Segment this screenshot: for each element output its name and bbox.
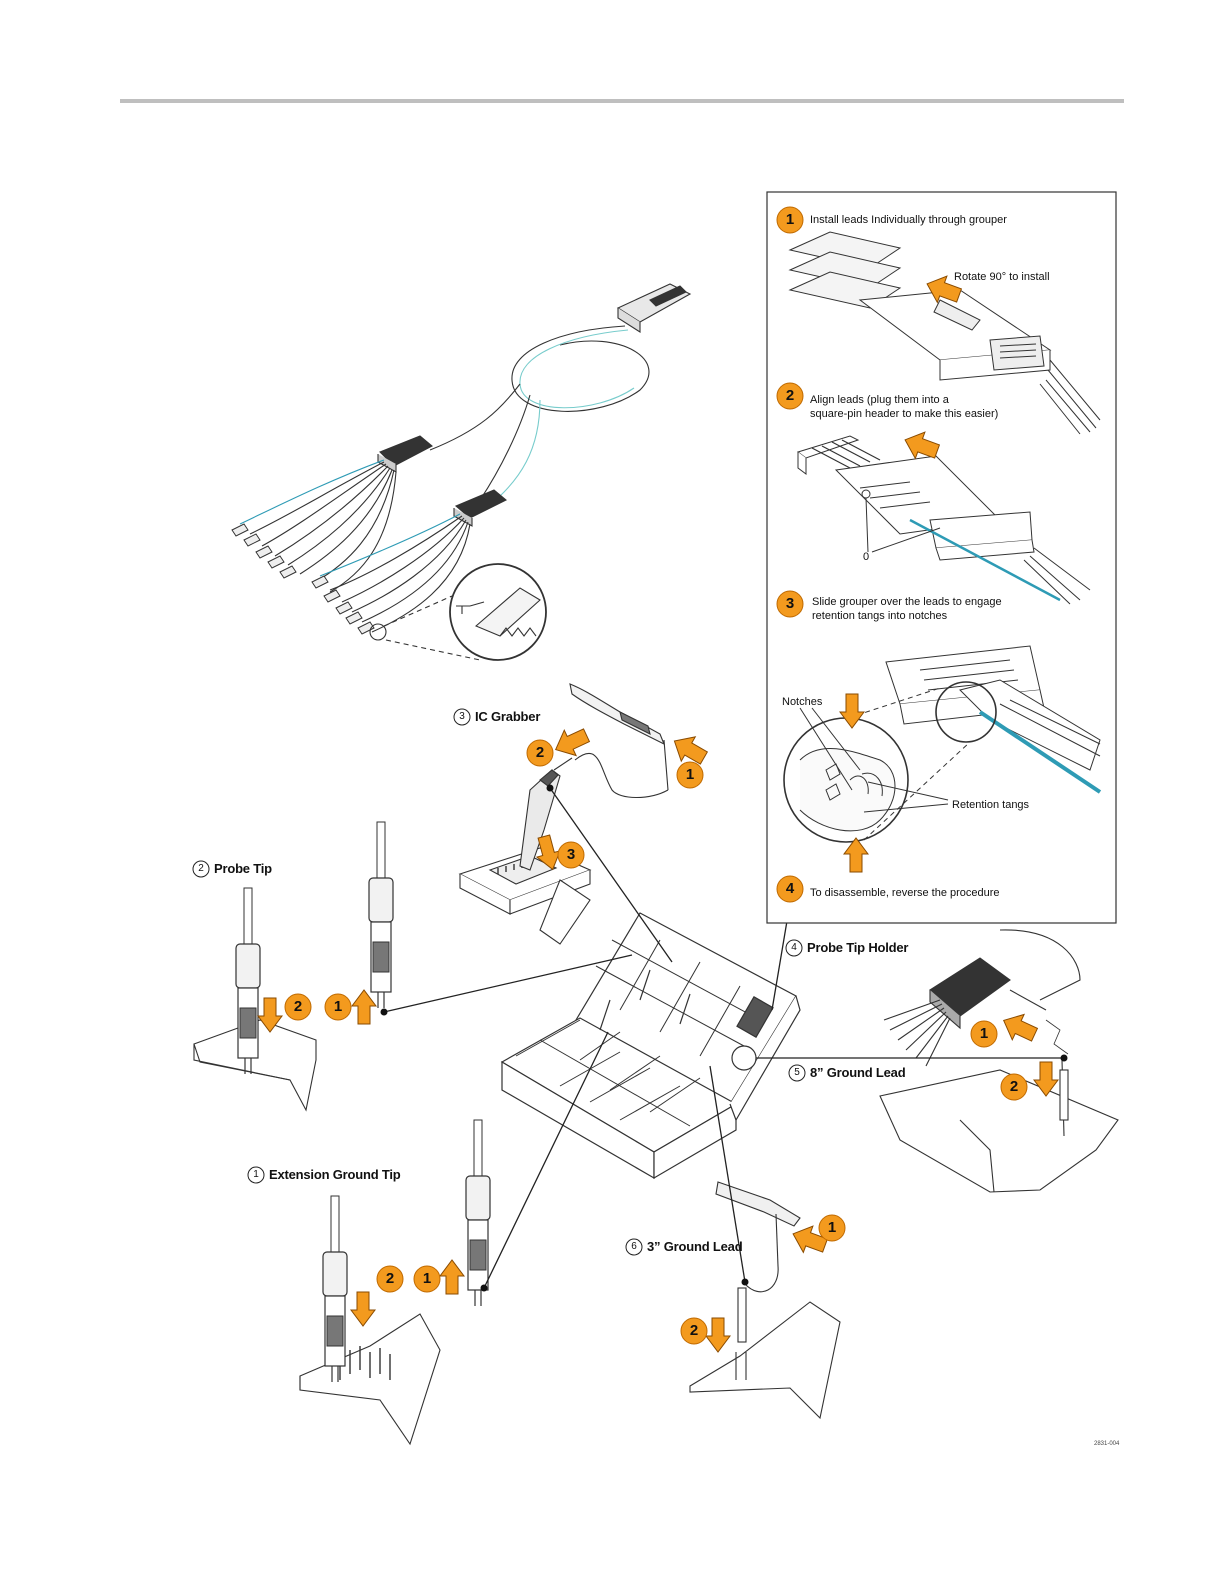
badge-3in-lead-2: 2 xyxy=(689,1322,699,1339)
badge-ic-grabber-3: 3 xyxy=(566,846,576,863)
extension-ground-tip-illustration xyxy=(299,1119,491,1446)
label-3in-ground-lead: 3” Ground Lead xyxy=(647,1239,743,1254)
badge-8in-lead-1: 1 xyxy=(979,1025,989,1042)
panel-step-3-text-line1: Slide grouper over the leads to engage xyxy=(812,596,1002,608)
panel-step-3-text-line2: retention tangs into notches xyxy=(812,610,948,622)
badge-panel-step-2: 2 xyxy=(785,387,795,404)
callout-number-3in-ground-lead: 6 xyxy=(631,1241,637,1252)
label-probe-tip: Probe Tip xyxy=(214,861,272,876)
badge-8in-lead-2: 2 xyxy=(1009,1078,1019,1095)
panel-zero-label: 0 xyxy=(863,551,870,563)
callout-number-probe-tip-holder: 4 xyxy=(791,942,797,953)
badge-panel-step-1: 1 xyxy=(785,211,795,228)
callout-number-ic-grabber: 3 xyxy=(459,711,465,722)
label-8in-ground-lead: 8” Ground Lead xyxy=(810,1065,906,1080)
panel-step-4-text: To disassemble, reverse the procedure xyxy=(810,887,1000,899)
panel-step-1-text: Install leads Individually through group… xyxy=(810,214,1007,226)
eight-inch-ground-lead-illustration xyxy=(879,929,1119,1193)
accessory-case xyxy=(500,912,801,1180)
label-extension-ground-tip: Extension Ground Tip xyxy=(269,1167,401,1182)
header-rule xyxy=(120,99,1124,103)
three-inch-ground-lead-illustration xyxy=(689,1181,841,1420)
badge-probe-tip-1: 1 xyxy=(333,998,343,1015)
panel-rotate-note: Rotate 90° to install xyxy=(954,271,1050,283)
callout-number-circles xyxy=(192,708,806,1256)
panel-retention-tangs-label: Retention tangs xyxy=(952,799,1030,811)
ic-grabber-illustration xyxy=(458,683,669,945)
label-probe-tip-holder: Probe Tip Holder xyxy=(807,940,909,955)
label-ic-grabber: IC Grabber xyxy=(475,709,541,724)
badge-ext-ground-2: 2 xyxy=(385,1270,395,1287)
badge-ext-ground-1: 1 xyxy=(422,1270,432,1287)
badge-panel-step-4: 4 xyxy=(785,880,795,897)
badge-3in-lead-1: 1 xyxy=(827,1219,837,1236)
panel-notches-label: Notches xyxy=(782,696,823,708)
badge-panel-step-3: 3 xyxy=(785,595,795,612)
figure-id: 2831-004 xyxy=(1094,1441,1120,1447)
connector-lines xyxy=(383,787,1064,1289)
panel-step-2-text-line2: square-pin header to make this easier) xyxy=(810,408,999,420)
callout-number-extension-ground-tip: 1 xyxy=(253,1169,259,1180)
badge-ic-grabber-2: 2 xyxy=(535,744,545,761)
callout-number-probe-tip: 2 xyxy=(198,863,204,874)
badge-ic-grabber-1: 1 xyxy=(685,766,695,783)
callout-number-8in-ground-lead: 5 xyxy=(794,1067,800,1078)
badge-probe-tip-2: 2 xyxy=(293,998,303,1015)
probe-cable-assembly xyxy=(231,283,692,661)
panel-step-2-text-line1: Align leads (plug them into a xyxy=(810,394,949,406)
grouper-panel-illustrations xyxy=(783,231,1102,843)
